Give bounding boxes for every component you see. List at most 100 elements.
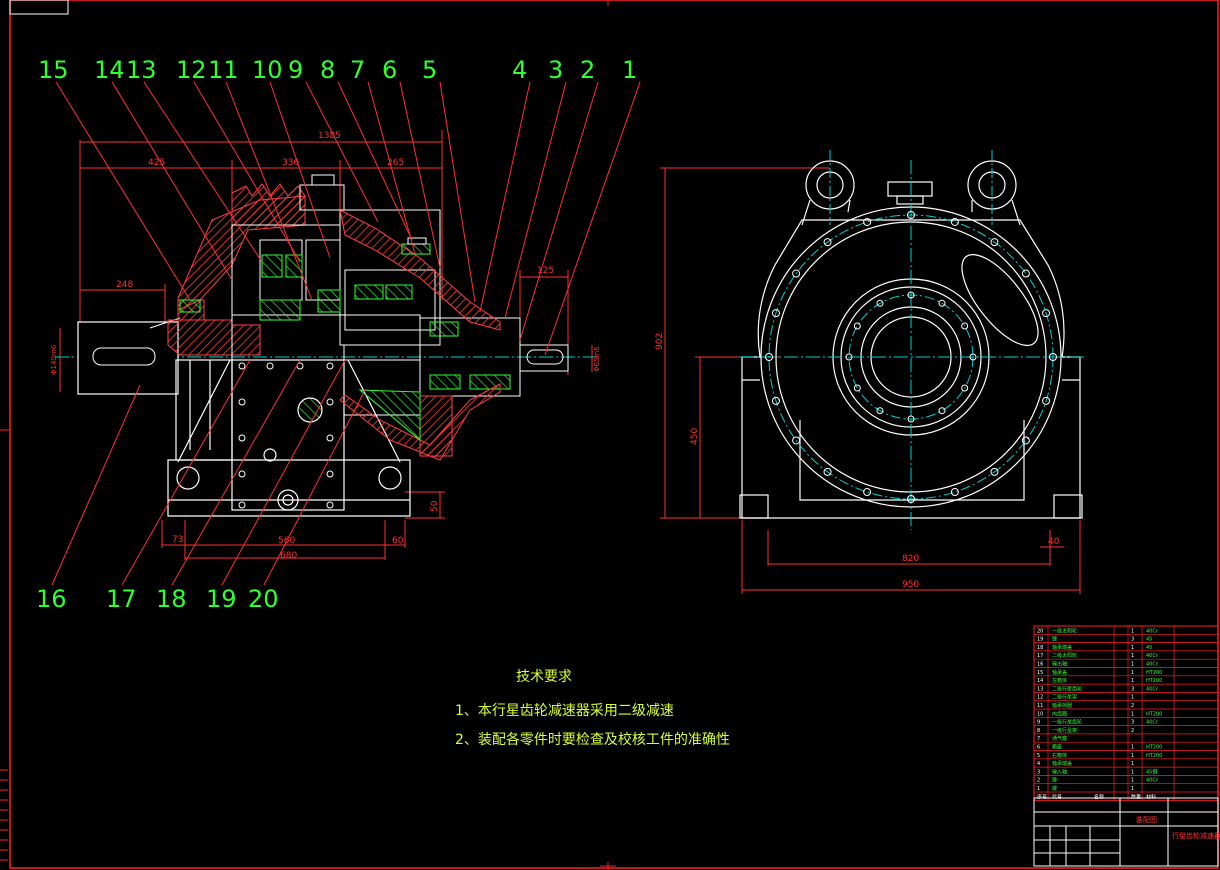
tech-requirements-title: 技术要求 — [516, 669, 572, 685]
bom-cell: 11 — [1037, 703, 1043, 709]
bom-header-cell: 代号 — [1052, 793, 1062, 800]
bom-cell: 3 — [1131, 686, 1134, 692]
callout-leader-top — [399, 81, 441, 269]
bolt-hole — [853, 322, 861, 330]
bom-cell: 1 — [1131, 628, 1134, 634]
bom-cell: 40Cr — [1146, 720, 1159, 726]
callout-leader-top — [519, 81, 599, 341]
bom-cell: 2 — [1131, 728, 1134, 734]
bom-cell: 轴承端盖 — [1052, 760, 1072, 767]
bom-cell: 轴承挡圈 — [1052, 702, 1072, 709]
bolt-hole — [863, 217, 872, 226]
bom-cell: 13 — [1037, 686, 1043, 692]
dim-output-shaft: 125 — [537, 266, 554, 276]
callout-label-top: 1 — [622, 56, 637, 84]
callout-leader-bottom — [263, 389, 366, 586]
dim-overall-width: 950 — [902, 580, 919, 590]
bom-cell: 二级行星齿轮 — [1052, 685, 1082, 692]
callout-leader-top — [225, 81, 313, 301]
bom-cell: 8 — [1037, 728, 1040, 734]
bolt-hole — [823, 467, 832, 476]
dim-left-section: 425 — [148, 158, 165, 168]
dim-shaft-dia-left: Φ140m6 — [50, 344, 58, 375]
bom-header-cell: 材料 — [1146, 793, 1156, 800]
tech-requirement-1: 1、本行星齿轮减速器采用二级减速 — [455, 703, 674, 719]
bom-cell: 输入轴 — [1052, 768, 1067, 775]
bolt-hole — [938, 407, 946, 415]
bolt-hole — [771, 396, 780, 405]
dim-foot-edge: 40 — [1048, 537, 1060, 547]
bom-cell: HT200 — [1146, 678, 1162, 684]
callout-label-bottom: 16 — [36, 585, 67, 613]
bolt-hole — [907, 291, 915, 299]
dim-input-shaft: 248 — [116, 280, 133, 290]
bom-cell: 键 — [1052, 777, 1057, 784]
bolt-hole — [950, 217, 959, 226]
bom-cell: 1 — [1131, 786, 1134, 792]
front-section-view — [55, 130, 600, 560]
callout-leader-top — [55, 81, 191, 301]
bom-cell: 二级太阳轮 — [1052, 652, 1077, 659]
bom-cell: 45钢 — [1146, 768, 1157, 775]
callout-label-top: 3 — [548, 56, 563, 84]
callout-label-bottom: 17 — [106, 585, 137, 613]
callout-label-top: 8 — [320, 56, 335, 84]
callout-leader-top — [269, 81, 331, 259]
left-housing-section — [167, 183, 306, 356]
frame-ticks — [0, 769, 8, 861]
bom-cell: 箱盖 — [1052, 744, 1062, 751]
bom-cell: 输出轴 — [1052, 661, 1067, 668]
bom-cell: 45 — [1146, 645, 1152, 651]
bolt-hole — [950, 488, 959, 497]
bom-cell: 17 — [1037, 653, 1043, 659]
tech-requirement-2: 2、装配各零件时要检查及校核工件的准确性 — [455, 732, 730, 748]
bom-cell: 1 — [1131, 670, 1134, 676]
callout-leader-top — [479, 81, 531, 313]
bolt-hole — [938, 299, 946, 307]
bom-cell: 14 — [1037, 678, 1043, 684]
bom-cell: 16 — [1037, 662, 1043, 668]
bom-cell: 左箱体 — [1052, 677, 1067, 684]
bom-cell: 15 — [1037, 670, 1043, 676]
bolt-hole — [1021, 436, 1030, 445]
bom-cell: 1 — [1131, 745, 1134, 751]
bom-header-cell: 序号 — [1037, 793, 1047, 800]
bom-cell: 19 — [1037, 637, 1043, 643]
dim-overall-length: 1385 — [318, 131, 341, 141]
bom-cell: 键 — [1052, 636, 1057, 643]
bom-cell: 二级行星架 — [1052, 694, 1077, 701]
bom-cell: 45 — [1146, 637, 1152, 643]
bolt-hole — [961, 322, 969, 330]
dim-foot-height: 50 — [430, 500, 440, 512]
bom-cell: 7 — [1037, 736, 1040, 742]
bolt-hole — [907, 415, 915, 423]
bom-cell: 轴承端盖 — [1052, 644, 1072, 651]
callout-leader-top — [367, 81, 416, 255]
bolt-hole — [823, 238, 832, 247]
callout-label-top: 12 — [176, 56, 207, 84]
callout-leader-top — [504, 81, 567, 319]
bom-cell: 1 — [1131, 769, 1134, 775]
dimension-texts: 1385 425 336 265 248 125 Φ140m6 Φ65m6 73… — [50, 131, 1060, 590]
dim-base-left: 73 — [172, 535, 183, 545]
bom-cell: 1 — [1131, 645, 1134, 651]
bom-cell: HT200 — [1146, 670, 1162, 676]
bom-cell: 40Cr — [1146, 628, 1159, 634]
bom-cell: 5 — [1037, 753, 1040, 759]
bolt-hole — [863, 488, 872, 497]
bom-cell: 内齿圈 — [1052, 710, 1067, 717]
bom-header-cell: 数量 — [1131, 793, 1141, 800]
bolt-hole — [907, 495, 915, 503]
callout-leader-bottom — [51, 384, 141, 586]
bom-cell: HT200 — [1146, 711, 1162, 717]
bom-cell: 1 — [1131, 778, 1134, 784]
callout-label-top: 2 — [580, 56, 595, 84]
bom-cell: 2 — [1037, 778, 1040, 784]
bom-cell: 1 — [1131, 653, 1134, 659]
bom-cell: 40Cr — [1146, 686, 1159, 692]
bom-cell: 9 — [1037, 720, 1040, 726]
side-pitch-circles — [740, 150, 1085, 530]
bolt-hole — [853, 384, 861, 392]
